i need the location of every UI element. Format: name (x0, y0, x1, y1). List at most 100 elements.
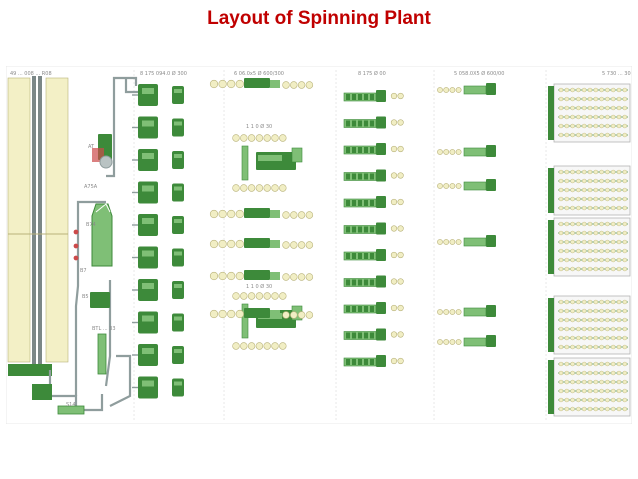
sliver-can (263, 292, 271, 300)
sliver-can (227, 209, 236, 219)
comber-head (370, 306, 374, 312)
roving-bobbin (455, 87, 462, 93)
ring-bobbin (564, 257, 569, 263)
ring-bobbin (622, 406, 627, 412)
drawframe-machine (244, 308, 270, 318)
can-changer (172, 378, 184, 397)
ring-bobbin (576, 370, 581, 376)
ring-bobbin (593, 344, 598, 350)
ring-bobbin (593, 388, 598, 394)
ring-bobbin (593, 96, 598, 102)
ring-bobbin (593, 205, 598, 211)
ring-bobbin (570, 406, 575, 412)
ring-bobbin (605, 370, 610, 376)
ring-bobbin (570, 114, 575, 120)
card-cylinder (142, 283, 154, 289)
ring-bobbin (622, 388, 627, 394)
roving-bobbin (449, 87, 456, 93)
lap-roll (397, 357, 404, 365)
ring-bobbin (576, 344, 581, 350)
ring-bobbin (616, 299, 622, 305)
ring-bobbin (611, 196, 616, 202)
ring-bobbin (587, 187, 593, 193)
comber-drive (376, 143, 386, 155)
duct-pipe (109, 354, 132, 407)
ringframe-headstock (548, 360, 554, 414)
ring-bobbin (605, 379, 610, 385)
lap-roll (390, 251, 398, 259)
ring-bobbin (593, 257, 598, 263)
ring-bobbin (587, 335, 593, 341)
ring-bobbin (570, 87, 575, 93)
sliver-can (297, 81, 306, 89)
ring-bobbin (599, 257, 604, 263)
can-changer (172, 118, 184, 137)
ring-bobbin (611, 96, 616, 102)
ring-bobbin (582, 196, 587, 202)
sliver-can (232, 184, 240, 192)
ring-bobbin (570, 105, 575, 111)
ring-bobbin (616, 239, 622, 245)
ring-bobbin (558, 379, 564, 385)
comber-head (370, 120, 374, 127)
ring-bobbin (599, 87, 604, 93)
ring-bobbin (622, 187, 627, 193)
ring-bobbin (564, 123, 569, 129)
carding-machines (132, 84, 184, 399)
drawframe-delivery (270, 310, 280, 318)
ring-bobbin (611, 344, 616, 350)
ring-bobbin (587, 96, 593, 102)
comber-drive (376, 328, 386, 341)
ring-bobbin (570, 221, 575, 227)
card-machine (138, 344, 158, 366)
ring-bobbin (605, 87, 610, 93)
ring-bobbin (611, 87, 616, 93)
roving-bobbin (437, 309, 443, 315)
lap-roll (397, 278, 404, 285)
card-machine (138, 311, 158, 334)
ring-bobbin (582, 187, 587, 193)
ring-bobbin (576, 178, 581, 184)
ring-bobbin (593, 308, 598, 314)
ring-bobbin (616, 196, 622, 202)
drawframe-machine (244, 208, 270, 218)
comber-drive (376, 222, 386, 235)
sliver-can (305, 241, 314, 249)
bale-opener-machine (8, 364, 52, 376)
ring-bobbin (611, 248, 616, 254)
ring-bobbin (616, 344, 622, 350)
ring-bobbin (564, 187, 569, 193)
sliver-can (290, 273, 298, 281)
sliver-can (305, 311, 314, 319)
ring-bobbin (611, 326, 616, 332)
ring-bobbin (611, 114, 616, 120)
sliver-can (305, 81, 314, 89)
roving-bobbin (455, 183, 462, 189)
simplex-frame (463, 237, 487, 247)
ring-bobbin (570, 308, 575, 314)
comber-head (346, 120, 350, 127)
ring-bobbin (616, 205, 622, 211)
ring-bobbin (582, 257, 587, 263)
lap-roll (390, 225, 398, 232)
ring-bobbin (616, 406, 622, 412)
simplex-machines (437, 83, 496, 347)
ring-bobbin (599, 178, 604, 184)
ring-bobbin (622, 326, 627, 332)
lap-roll (397, 92, 404, 100)
section-label-simplex: 5 058.0X5 Ø 600/00 (454, 70, 504, 77)
ring-bobbin (558, 96, 564, 102)
ring-bobbin (558, 187, 564, 193)
sliver-can (235, 79, 244, 89)
comber-head (364, 359, 368, 365)
ring-bobbin (570, 266, 575, 272)
simplex-headstock (486, 235, 496, 247)
ring-bobbin (582, 178, 587, 184)
ring-bobbin (582, 397, 587, 403)
ring-bobbin (558, 230, 564, 236)
drawframe-delivery (270, 272, 280, 280)
ring-bobbin (570, 370, 575, 376)
ringframe-body (553, 357, 631, 417)
card-machine (138, 181, 158, 204)
ring-bobbin (576, 308, 581, 314)
